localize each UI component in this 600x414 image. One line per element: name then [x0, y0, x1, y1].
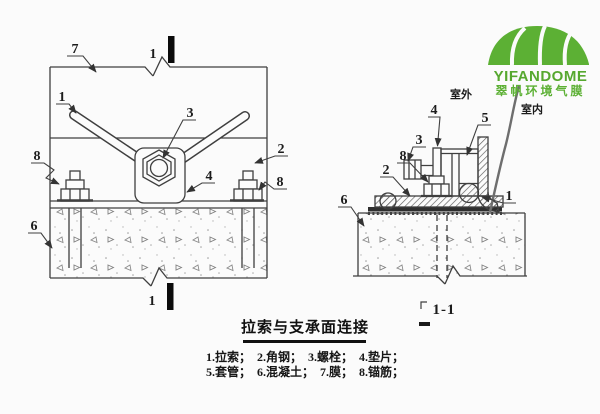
leader-anchor-right — [258, 181, 287, 191]
leader-bolt-section — [407, 146, 426, 162]
label-cable-section: 1 — [506, 189, 513, 204]
logo-dome-icon — [487, 25, 589, 66]
label-membrane: 7 — [72, 42, 79, 57]
label-cable: 1 — [59, 90, 66, 105]
section-number-top: 1 — [150, 47, 157, 62]
legend-line-1: 1.拉索； 2.角钢； 3.螺栓； 4.垫片； — [205, 350, 404, 364]
membrane-curve — [488, 85, 521, 213]
leader-gasket-section — [428, 116, 442, 147]
bolt-hex-outer — [142, 149, 176, 187]
leader-gasket — [186, 182, 215, 193]
anchor-nut-section — [421, 175, 452, 198]
section-cut-bar-bottom — [167, 283, 174, 310]
section-corner-mark — [420, 301, 427, 309]
leader-anchor-section — [397, 162, 429, 183]
embedded-anchor-dashed-lines — [436, 215, 448, 278]
leader-sleeve — [466, 124, 491, 156]
label-sleeve: 5 — [482, 111, 489, 126]
leader-concrete-section — [338, 206, 365, 227]
label-anchor-left: 8 — [34, 149, 41, 164]
label-gasket-section: 4 — [431, 103, 438, 118]
left-view: 7 1 3 4 2 8 8 6 1 1 — [28, 36, 288, 310]
leader-anchor-left — [31, 162, 60, 185]
leader-cable — [56, 103, 77, 114]
leader-concrete — [28, 232, 53, 249]
left-view-leaders — [28, 55, 288, 249]
label-bolt: 3 — [187, 106, 194, 121]
anchor-rod-left — [68, 208, 82, 268]
serrated-anchor-strip — [368, 207, 502, 212]
label-concrete: 6 — [31, 219, 38, 234]
label-concrete-section: 6 — [341, 193, 348, 208]
edge-rod-section — [379, 192, 397, 210]
anchor-nut-right — [230, 170, 264, 202]
section-cut-bar-top — [168, 36, 175, 63]
label-gasket: 4 — [206, 169, 213, 184]
legend-line-2: 5.套管； 6.混凝土； 7.膜； 8.锚筋； — [205, 365, 404, 379]
dome-seam-2 — [537, 25, 547, 66]
membrane-top-edge-with-break — [50, 55, 267, 77]
concrete-block-section — [358, 213, 525, 276]
right-view: 4 5 3 8 2 6 1 室外 室内 1-1 — [338, 85, 543, 318]
label-angle-steel: 2 — [278, 142, 285, 157]
bolt-hex-inner — [146, 154, 172, 182]
clamp-plate — [477, 136, 489, 197]
logo-brand: YIFANDOME — [493, 68, 588, 85]
section-number-bottom: 1 — [149, 294, 156, 309]
outside-label: 室外 — [450, 87, 472, 101]
stray-mark — [419, 322, 430, 326]
leader-angle-steel — [254, 155, 288, 164]
leader-membrane — [67, 55, 97, 73]
title-underline — [243, 340, 366, 343]
dome-seam-1 — [509, 26, 526, 66]
label-anchor-right: 8 — [277, 175, 284, 190]
section-view-name: 1-1 — [433, 302, 456, 318]
leader-angle-steel-section — [380, 176, 411, 197]
sleeve-inner-walls — [451, 153, 460, 196]
anchor-rod-right — [241, 208, 255, 268]
label-angle-steel-section: 2 — [383, 163, 390, 178]
drawing-title: 拉索与支承面连接 — [240, 320, 369, 336]
right-view-leaders — [338, 116, 516, 227]
leader-bolt — [162, 119, 196, 159]
bolt-shank-circle — [149, 158, 169, 178]
cable-section-circle — [458, 182, 480, 204]
anchor-nut-left — [57, 170, 93, 202]
label-bolt-section: 3 — [416, 133, 423, 148]
logo: YIFANDOME 翠帆环境气膜 — [483, 22, 598, 98]
inside-label: 室内 — [521, 102, 543, 116]
dome-seam-3 — [562, 28, 575, 66]
leader-cable-section — [481, 195, 516, 204]
concrete-block — [50, 208, 267, 278]
concrete-bottom-edge-with-break — [50, 266, 267, 287]
logo-subtitle: 翠帆环境气膜 — [495, 84, 586, 98]
label-anchor-section: 8 — [400, 149, 407, 164]
